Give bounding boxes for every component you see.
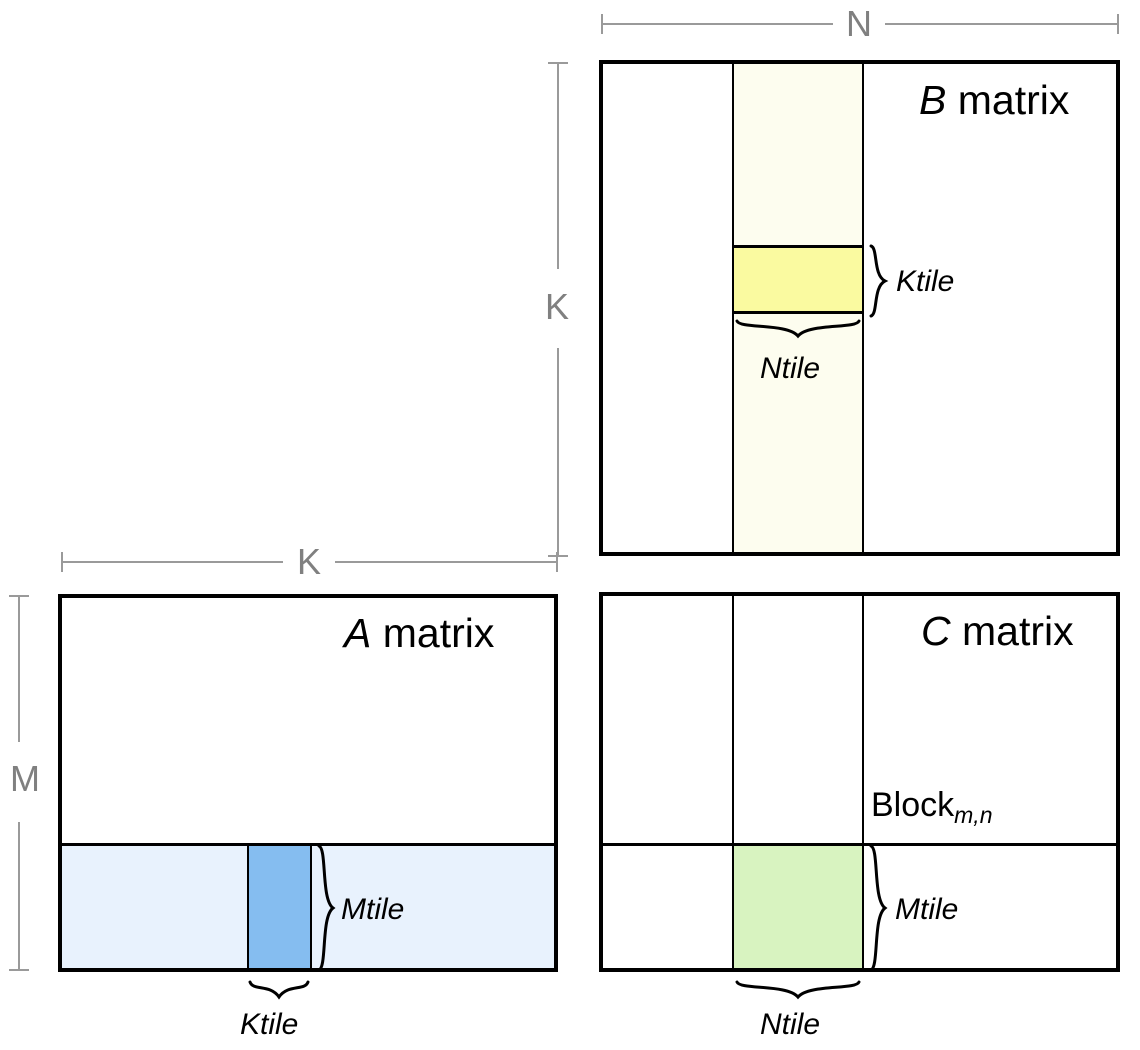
a-matrix-divider-horizontal (62, 843, 554, 846)
c-matrix-title-var: C (921, 608, 951, 654)
b-matrix-tile-top-border (732, 245, 864, 248)
k-horizontal-rule-left (61, 561, 283, 563)
b-matrix-ntile-label: Ntile (760, 352, 821, 385)
k-horizontal-rule-right (335, 561, 557, 563)
a-matrix-tile (249, 846, 311, 968)
c-matrix-title: C matrix (921, 608, 1074, 655)
m-dimension-rule-top (18, 595, 20, 742)
a-matrix-ktile-brace (248, 980, 310, 1000)
c-matrix-title-rest: matrix (950, 608, 1074, 654)
b-matrix-tile-bottom-border (732, 311, 864, 314)
m-dimension-cap-bottom (9, 969, 29, 971)
b-matrix-tile (734, 248, 862, 312)
a-matrix-mtile-label: Mtile (341, 893, 405, 926)
b-matrix-ktile-brace (869, 244, 889, 318)
n-dimension-cap-right (1117, 14, 1119, 34)
b-matrix-title: B matrix (919, 77, 1069, 124)
b-matrix-title-var: B (919, 77, 947, 123)
b-matrix-title-rest: matrix (946, 77, 1070, 123)
a-matrix-title-var: A (344, 610, 372, 656)
c-matrix-block-label-text: Block (871, 786, 955, 824)
a-matrix-tile-left-border (247, 846, 249, 968)
c-matrix-ntile-label: Ntile (760, 1008, 821, 1041)
a-matrix-title: A matrix (344, 610, 494, 657)
b-matrix-divider-right (862, 64, 864, 552)
c-matrix-block-label: Blockm,n (871, 786, 993, 828)
k-vertical-cap-bottom (548, 555, 568, 557)
k-vertical-label: K (544, 286, 569, 327)
a-matrix-ktile-label: Ktile (240, 1008, 299, 1041)
k-vertical-rule-top (557, 62, 559, 269)
c-matrix-block-subscript: m,n (954, 802, 993, 828)
c-matrix-tile (734, 846, 862, 968)
k-horizontal-label: K (296, 541, 321, 582)
c-matrix-ntile-brace (735, 980, 861, 1000)
k-horizontal-cap-right (556, 552, 558, 572)
c-matrix-divider-left (732, 596, 734, 968)
n-dimension-rule-left (601, 23, 833, 25)
b-matrix-divider-left (732, 64, 734, 552)
c-matrix-divider-horizontal (603, 843, 1117, 846)
m-dimension-rule-bottom (18, 822, 20, 970)
n-dimension-rule-right (885, 23, 1118, 25)
a-matrix-tile-right-border (310, 846, 312, 968)
a-matrix-mtile-brace (317, 844, 336, 972)
n-dimension-label: N (846, 3, 872, 44)
c-matrix-mtile-label: Mtile (895, 893, 959, 926)
a-matrix-title-rest: matrix (371, 610, 495, 656)
k-vertical-rule-bottom (557, 348, 559, 556)
c-matrix-mtile-brace (869, 844, 888, 972)
b-matrix-ktile-label: Ktile (896, 265, 955, 298)
b-matrix-ntile-brace (735, 319, 861, 339)
m-dimension-label: M (10, 758, 40, 799)
c-matrix-divider-right (862, 596, 864, 968)
